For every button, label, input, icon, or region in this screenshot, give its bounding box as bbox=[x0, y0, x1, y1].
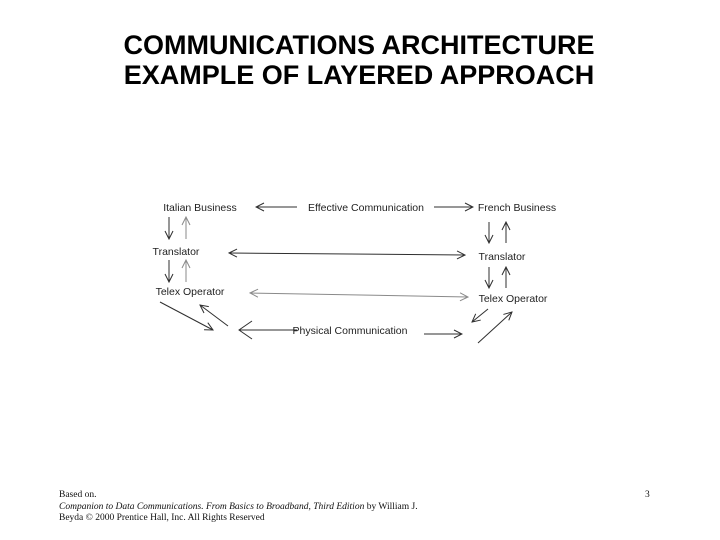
node-french-business: French Business bbox=[477, 202, 557, 214]
footer-line1: Based on. bbox=[59, 490, 97, 500]
node-effective-communication: Effective Communication bbox=[308, 202, 424, 214]
arrow-telex-left-down-to-physical bbox=[159, 301, 213, 330]
arrow-physical-up-to-telex-left bbox=[200, 305, 229, 327]
node-physical-communication: Physical Communication bbox=[292, 325, 408, 337]
footer-attribution: Based on. Companion to Data Communicatio… bbox=[59, 490, 418, 525]
node-translator-left: Translator bbox=[152, 246, 200, 258]
arrow-telex-to-telex bbox=[250, 293, 468, 297]
page-number: 3 bbox=[645, 490, 650, 500]
footer-book-title: Companion to Data Communications. From B… bbox=[59, 501, 365, 512]
arrow-translator-to-translator bbox=[229, 253, 465, 255]
arrow-telex-right-down-to-physical bbox=[472, 308, 489, 322]
node-telex-operator-right: Telex Operator bbox=[478, 293, 548, 305]
footer-line3: Beyda © 2000 Prentice Hall, Inc. All Rig… bbox=[59, 513, 265, 523]
arrowhead-physical-left bbox=[238, 320, 253, 340]
slide-title: COMMUNICATIONS ARCHITECTURE EXAMPLE OF L… bbox=[0, 30, 718, 90]
footer-line2: Companion to Data Communications. From B… bbox=[59, 502, 418, 514]
arrow-physical-up-to-telex-right bbox=[477, 312, 512, 344]
node-italian-business: Italian Business bbox=[163, 202, 237, 214]
node-translator-right: Translator bbox=[478, 251, 526, 263]
slide-title-line2: EXAMPLE OF LAYERED APPROACH bbox=[123, 60, 595, 90]
slide-title-line1: COMMUNICATIONS ARCHITECTURE bbox=[123, 30, 595, 60]
footer-line2-rest: by William J. bbox=[364, 501, 418, 512]
node-telex-operator-left: Telex Operator bbox=[155, 286, 225, 298]
